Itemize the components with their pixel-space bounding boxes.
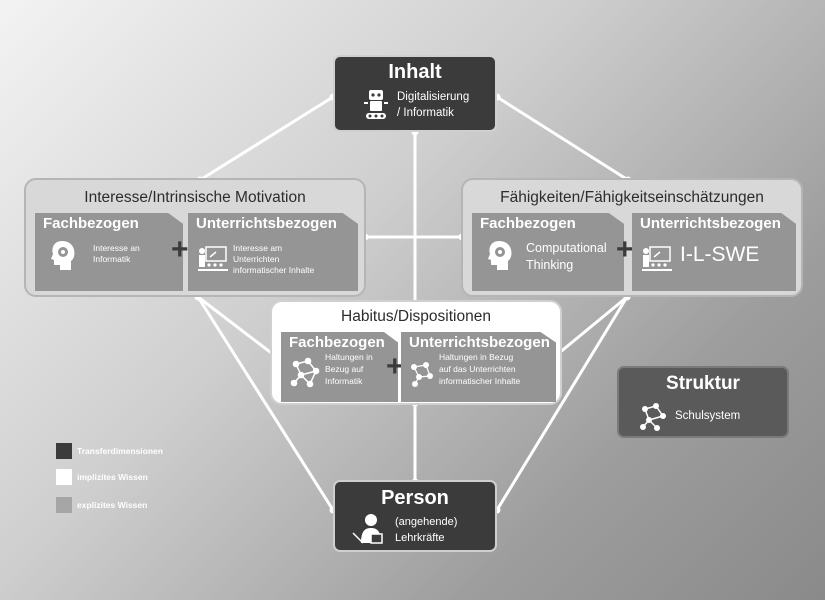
habitus-fach-card: Fachbezogen Haltungen in Bezug auf Infor… bbox=[281, 332, 398, 402]
struktur-box: Struktur Schulsystem bbox=[617, 366, 789, 438]
teacher-board-icon bbox=[642, 246, 672, 271]
line-inhalt-faehigkeiten bbox=[496, 95, 629, 182]
habitus-unterricht-card: Unterrichtsbezogen Haltungen in Bezug au… bbox=[401, 332, 556, 402]
habitus-title: Habitus/Dispositionen bbox=[341, 308, 491, 325]
habitus-unterricht-desc3: informatischer Inhalte bbox=[439, 376, 521, 386]
struktur-sub: Schulsystem bbox=[675, 410, 741, 422]
legend-label: implizites Wissen bbox=[77, 472, 148, 482]
inhalt-line2: / Informatik bbox=[397, 107, 454, 119]
line-inhalt-interesse bbox=[199, 95, 334, 182]
legend-item-implizites-wissen: implizites Wissen bbox=[56, 469, 148, 485]
legend-swatch-dark bbox=[56, 443, 72, 459]
network-icon bbox=[290, 357, 320, 388]
interesse-fach-card: Fachbezogen Interesse an Informatik bbox=[35, 213, 183, 291]
legend-item-transferdimensionen: Transferdimensionen bbox=[56, 443, 163, 459]
interesse-unterricht-desc1: Interesse am bbox=[233, 243, 283, 253]
inhalt-line1: Digitalisierung bbox=[397, 91, 470, 103]
interesse-fach-desc1: Interesse an bbox=[93, 243, 140, 253]
legend-label: explizites Wissen bbox=[77, 500, 148, 510]
person-line2: Lehrkräfte bbox=[395, 532, 445, 544]
plus-sign: + bbox=[171, 233, 189, 266]
head-gear-icon bbox=[488, 241, 512, 270]
robot-icon bbox=[364, 90, 388, 119]
interesse-title: Interesse/Intrinsische Motivation bbox=[84, 189, 306, 206]
line-interesse-person bbox=[196, 296, 335, 511]
struktur-title: Struktur bbox=[666, 373, 740, 394]
interesse-fach-title: Fachbezogen bbox=[43, 215, 139, 232]
faehigkeiten-fach-title: Fachbezogen bbox=[480, 215, 576, 232]
interesse-unterricht-title: Unterrichtsbezogen bbox=[196, 215, 337, 232]
faehigkeiten-fach-desc2: Thinking bbox=[526, 258, 574, 272]
interesse-unterricht-card: Unterrichtsbezogen Interesse am Unterric… bbox=[188, 213, 358, 291]
faehigkeiten-unterricht-desc1: I-L-SWE bbox=[680, 243, 760, 266]
habitus-unterricht-desc2: auf das Unterrichten bbox=[439, 364, 516, 374]
faehigkeiten-unterricht-card: Unterrichtsbezogen I-L-SWE bbox=[632, 213, 796, 291]
faehigkeiten-fach-card: Fachbezogen Computational Thinking bbox=[472, 213, 624, 291]
line-interesse-habitus bbox=[197, 295, 279, 360]
faehigkeiten-title: Fähigkeiten/Fähigkeitseinschätzungen bbox=[500, 189, 764, 206]
habitus-group: Habitus/Dispositionen Fachbezogen Haltun… bbox=[270, 300, 562, 405]
habitus-fach-desc3: Informatik bbox=[325, 376, 363, 386]
network-people-icon bbox=[411, 362, 433, 387]
interesse-unterricht-desc3: informatischer Inhalte bbox=[233, 265, 315, 275]
habitus-unterricht-title: Unterrichtsbezogen bbox=[409, 334, 550, 351]
line-faehigkeiten-habitus bbox=[552, 295, 628, 360]
habitus-fach-title: Fachbezogen bbox=[289, 334, 385, 351]
network-icon bbox=[640, 403, 666, 431]
interesse-group: Interesse/Intrinsische Motivation Fachbe… bbox=[24, 178, 366, 297]
teacher-icon bbox=[352, 514, 383, 544]
legend-label: Transferdimensionen bbox=[77, 446, 163, 456]
person-title: Person bbox=[381, 487, 449, 509]
faehigkeiten-group: Fähigkeiten/Fähigkeitseinschätzungen Fac… bbox=[461, 178, 803, 297]
faehigkeiten-fach-desc1: Computational bbox=[526, 241, 607, 255]
plus-sign: + bbox=[616, 233, 634, 266]
person-box: Person (angehende) Lehrkräfte bbox=[333, 480, 497, 552]
legend-swatch-white bbox=[56, 469, 72, 485]
person-line1: (angehende) bbox=[395, 516, 458, 528]
legend-swatch-gray bbox=[56, 497, 72, 513]
inhalt-title: Inhalt bbox=[388, 61, 442, 83]
legend-item-explizites-wissen: explizites Wissen bbox=[56, 497, 147, 513]
habitus-unterricht-desc1: Haltungen in Bezug bbox=[439, 352, 514, 362]
faehigkeiten-unterricht-title: Unterrichtsbezogen bbox=[640, 215, 781, 232]
interesse-unterricht-desc2: Unterrichten bbox=[233, 254, 280, 264]
line-faehigkeiten-person bbox=[495, 296, 629, 511]
head-gear-icon bbox=[51, 241, 75, 270]
plus-sign: + bbox=[386, 350, 404, 383]
habitus-fach-desc1: Haltungen in bbox=[325, 352, 373, 362]
interesse-fach-desc2: Informatik bbox=[93, 254, 131, 264]
inhalt-box: Inhalt Digitalisierung / Informatik bbox=[333, 55, 497, 132]
habitus-fach-desc2: Bezug auf bbox=[325, 364, 364, 374]
teacher-board-icon bbox=[198, 246, 228, 271]
